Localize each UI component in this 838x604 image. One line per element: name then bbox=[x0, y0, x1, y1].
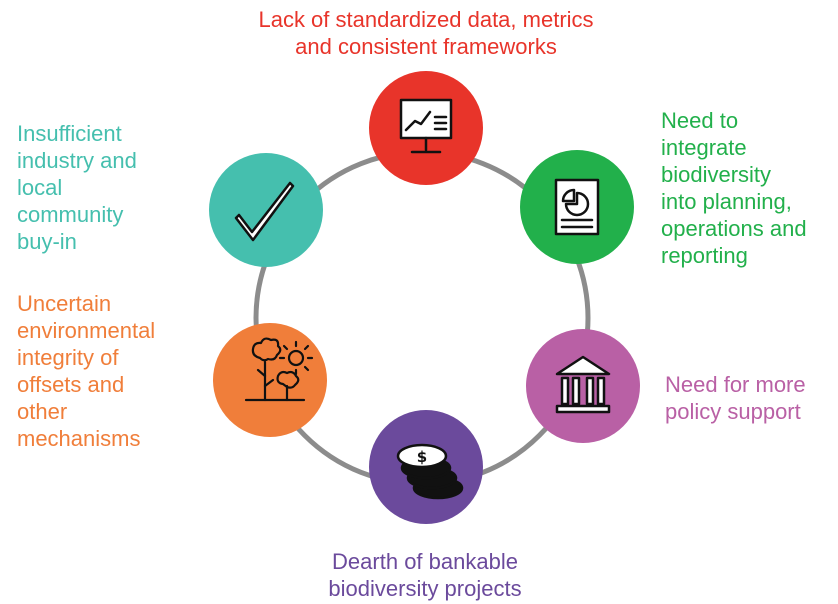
label-upper-left: Insufficient industry and local communit… bbox=[17, 121, 137, 254]
node-circle-upper-left bbox=[209, 153, 323, 267]
label-lower-right: Need for more policy support bbox=[665, 372, 806, 424]
label-bottom: Dearth of bankable biodiversity projects bbox=[328, 549, 522, 601]
node-top bbox=[369, 71, 483, 185]
presentation-chart-icon bbox=[399, 98, 453, 154]
bank-building-icon bbox=[555, 355, 611, 414]
node-lower-left bbox=[213, 323, 327, 437]
node-upper-right bbox=[520, 150, 634, 264]
pie-report-icon bbox=[554, 178, 600, 236]
label-lower-left: Uncertain environmental integrity of off… bbox=[17, 291, 156, 451]
node-upper-left bbox=[209, 153, 323, 267]
label-top: Lack of standardized data, metrics and c… bbox=[258, 7, 594, 59]
checkmark-icon bbox=[234, 181, 295, 242]
node-bottom: $ bbox=[369, 410, 483, 524]
coin-stack-icon: $ bbox=[396, 443, 464, 500]
trees-sun-icon bbox=[244, 337, 314, 402]
svg-text:$: $ bbox=[417, 448, 427, 466]
label-upper-right: Need to integrate biodiversity into plan… bbox=[661, 108, 807, 268]
node-circle-lower-right bbox=[526, 329, 640, 443]
node-lower-right bbox=[526, 329, 640, 443]
